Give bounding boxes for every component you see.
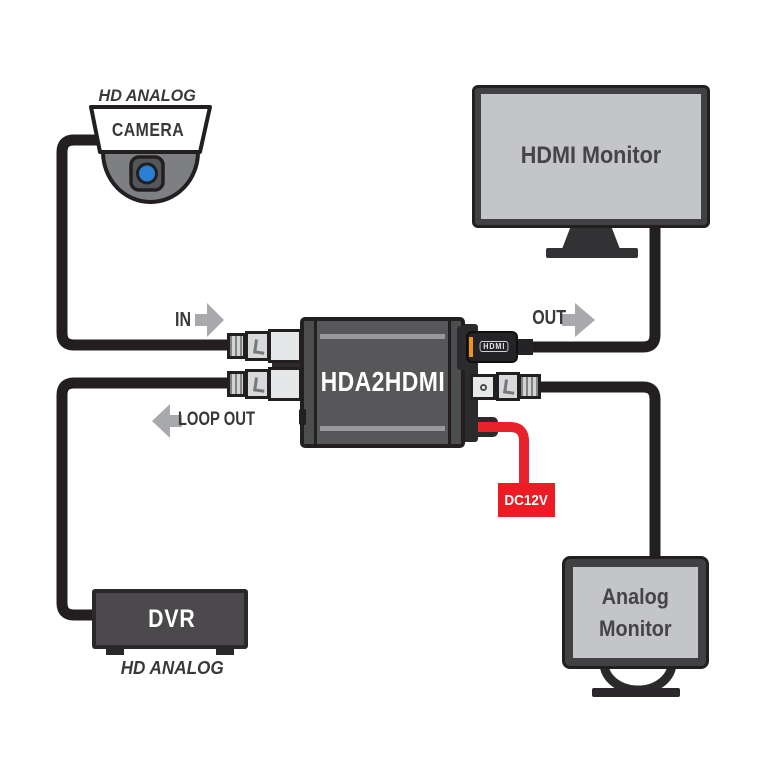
loop-out-to-dvr-cable: [56, 377, 230, 621]
camera-label: CAMERA: [111, 119, 184, 140]
bnc-analog-connector: [496, 372, 520, 401]
converter-box: [299, 317, 465, 448]
analog-out-cable: [538, 381, 661, 562]
converter-groove-bottom: [320, 426, 445, 431]
camera-to-in-cable: [56, 134, 230, 351]
analog-monitor-screen: [573, 567, 698, 658]
hdmi-plug-label: HDMI: [474, 339, 514, 354]
converter-left-flange: [304, 321, 317, 444]
in-label: IN: [175, 308, 191, 331]
converter-groove-top: [320, 334, 445, 339]
bnc-loop-plate: [268, 367, 302, 401]
bnc-analog-mark: [503, 379, 516, 395]
hdmi-monitor: [472, 85, 710, 228]
analog-out-bracket: [470, 374, 496, 400]
bnc-in-ridge: [227, 333, 246, 359]
power-label: DC12V: [504, 491, 549, 509]
bnc-analog-ridge: [518, 374, 541, 399]
bnc-loop-ridge: [227, 371, 246, 397]
hdmi-plug: [466, 331, 518, 363]
hdmi-monitor-screen: [481, 94, 701, 219]
out-label: OUT: [532, 306, 566, 329]
converter-side-slot: [299, 409, 306, 425]
dvr-foot-left: [106, 647, 124, 655]
hdmi-plug-neck: [515, 339, 533, 355]
loop-out-arrow-icon: [152, 404, 182, 438]
bnc-in-plate: [268, 329, 302, 363]
bnc-loop-mark: [253, 377, 266, 393]
dvr-label: DVR: [148, 604, 196, 633]
power-label-badge: [498, 483, 555, 517]
hdmi-monitor-stand-neck: [562, 228, 620, 249]
bnc-in-mark: [253, 339, 266, 355]
analog-monitor-label: Analog Monitor: [599, 584, 672, 641]
dvr-foot-right: [216, 647, 234, 655]
dc-power-cable: [468, 422, 529, 490]
dvr-tag: HD ANALOG: [120, 657, 224, 678]
bnc-in-connector: [245, 331, 270, 361]
loop-out-label: LOOP OUT: [177, 409, 255, 430]
camera-band: [89, 105, 212, 154]
hdmi-monitor-label: HDMI Monitor: [520, 142, 662, 169]
bracket-screw-icon: [480, 384, 487, 391]
dvr: [92, 589, 248, 649]
bnc-loop-connector: [245, 369, 270, 399]
camera-tag: HD ANALOG: [98, 86, 197, 105]
hdmi-out-cable: [526, 224, 661, 353]
out-arrow-icon: [562, 303, 595, 337]
camera-lens-icon: [136, 162, 158, 185]
in-arrow-icon: [195, 303, 224, 337]
analog-monitor-stand-base: [592, 688, 680, 697]
converter-title: HDA2HDMI: [320, 366, 445, 397]
hdmi-plug-accent: [469, 337, 473, 357]
analog-monitor: [562, 556, 709, 669]
hdmi-monitor-stand-base: [546, 248, 638, 258]
